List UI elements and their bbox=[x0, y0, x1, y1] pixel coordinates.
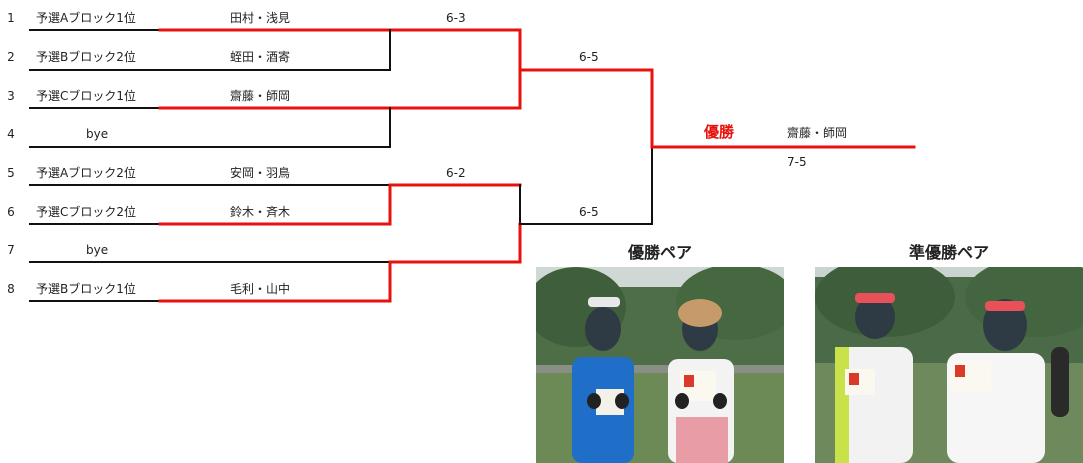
champion-label: 優勝 bbox=[704, 123, 735, 141]
win-path-8 bbox=[158, 222, 522, 303]
entry-pair: 毛利・山中 bbox=[230, 282, 291, 296]
entry-num: 4 bbox=[7, 127, 15, 141]
entry-seed: bye bbox=[86, 127, 109, 141]
entry-seed: 予選Aブロック2位 bbox=[36, 166, 136, 180]
entry-num: 1 bbox=[7, 11, 15, 25]
entry-seed: 予選Cブロック2位 bbox=[36, 205, 137, 219]
win-path-6 bbox=[158, 183, 522, 226]
entry-seed: 予選Bブロック2位 bbox=[36, 50, 136, 64]
entry-seed: bye bbox=[86, 243, 109, 257]
semi-bottom-line bbox=[519, 146, 653, 225]
win-path-1 bbox=[158, 28, 522, 72]
score-r1-top: 6-3 bbox=[446, 11, 466, 25]
entry-num: 5 bbox=[7, 166, 15, 180]
entry-num: 6 bbox=[7, 205, 15, 219]
entry-seed: 予選Cブロック1位 bbox=[36, 89, 137, 103]
entry-num: 2 bbox=[7, 50, 15, 64]
winner-photo-caption: 優勝ペア bbox=[627, 243, 692, 262]
entry-num: 3 bbox=[7, 89, 15, 103]
runnerup-photo-caption: 準優勝ペア bbox=[908, 243, 989, 262]
win-path-3 bbox=[158, 68, 522, 110]
entry-pair: 齋藤・師岡 bbox=[230, 89, 291, 103]
entry-pair: 蛭田・酒寄 bbox=[230, 50, 291, 64]
entry-num: 8 bbox=[7, 282, 15, 296]
win-path-semi-top bbox=[518, 68, 654, 149]
entry-pair: 田村・浅見 bbox=[230, 11, 291, 25]
score-r1-bottom: 6-2 bbox=[446, 166, 466, 180]
winner-pair-photo bbox=[536, 267, 784, 463]
entry-pair: 安岡・羽鳥 bbox=[230, 166, 291, 180]
score-semi-bottom: 6-5 bbox=[579, 205, 599, 219]
champion-pair: 齋藤・師岡 bbox=[787, 126, 848, 140]
entry-seed: 予選Bブロック1位 bbox=[36, 282, 136, 296]
score-final: 7-5 bbox=[787, 155, 807, 169]
score-semi-top: 6-5 bbox=[579, 50, 599, 64]
runnerup-pair-photo bbox=[815, 267, 1083, 463]
entry-seed: 予選Aブロック1位 bbox=[36, 11, 136, 25]
entry-pair: 鈴木・斉木 bbox=[230, 205, 291, 219]
entry-num: 7 bbox=[7, 243, 15, 257]
